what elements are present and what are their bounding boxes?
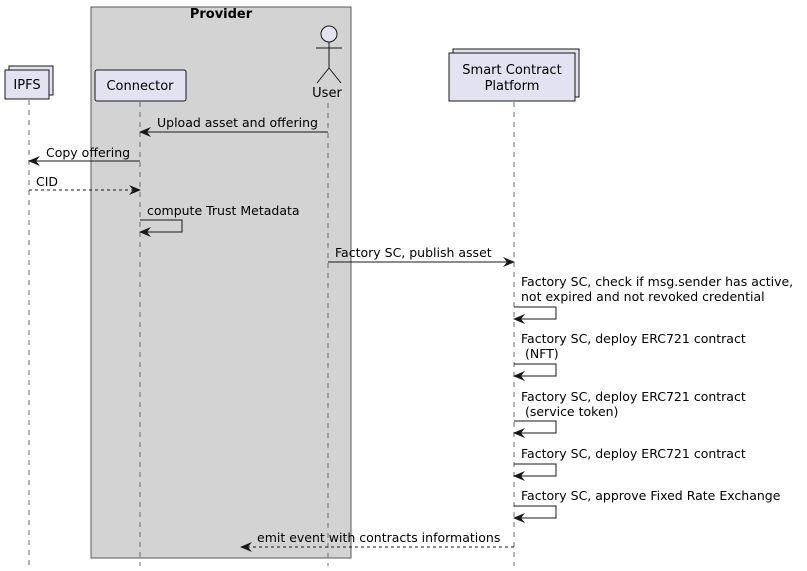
message-deploy-service-token: Factory SC, deploy ERC721 contract (serv… xyxy=(513,389,746,438)
message-label: Factory SC, approve Fixed Rate Exchange xyxy=(521,488,781,503)
provider-group-title: Provider xyxy=(190,7,253,22)
message-check-credential: Factory SC, check if msg.sender has acti… xyxy=(513,274,793,324)
message-emit-event: emit event with contracts informations xyxy=(240,530,514,552)
message-label-line1: Factory SC, deploy ERC721 contract xyxy=(521,389,746,404)
user-actor-icon xyxy=(320,25,338,43)
message-publish-asset: Factory SC, publish asset xyxy=(328,245,515,267)
message-label-line1: Factory SC, deploy ERC721 contract xyxy=(521,331,746,346)
message-label: CID xyxy=(36,174,58,189)
user-label: User xyxy=(312,86,342,101)
message-upload-asset: Upload asset and offering xyxy=(139,115,328,137)
ipfs-participant: IPFS xyxy=(4,65,54,100)
message-label: Copy offering xyxy=(46,145,130,160)
message-label: compute Trust Metadata xyxy=(147,203,300,218)
connector-label: Connector xyxy=(106,79,174,94)
message-compute-trust-metadata: compute Trust Metadata xyxy=(139,203,300,237)
message-label-line1: Factory SC, check if msg.sender has acti… xyxy=(521,274,793,289)
message-label: emit event with contracts informations xyxy=(257,530,500,545)
ipfs-label: IPFS xyxy=(13,78,40,93)
platform-label-line2: Platform xyxy=(485,79,540,94)
message-deploy-nft: Factory SC, deploy ERC721 contract (NFT) xyxy=(513,331,746,381)
platform-participant: Smart Contract Platform xyxy=(448,48,580,102)
message-label-line2: not expired and not revoked credential xyxy=(521,289,765,304)
message-label: Factory SC, deploy ERC721 contract xyxy=(521,446,746,461)
message-label: Factory SC, publish asset xyxy=(335,245,492,260)
message-copy-offering: Copy offering xyxy=(28,145,140,166)
user-actor: User xyxy=(312,25,342,101)
message-label-line2: (service token) xyxy=(521,404,618,419)
message-label: Upload asset and offering xyxy=(157,115,318,130)
message-approve-fixed-rate: Factory SC, approve Fixed Rate Exchange xyxy=(513,488,781,523)
platform-label-line1: Smart Contract xyxy=(462,63,561,78)
message-label-line2: (NFT) xyxy=(521,346,559,361)
message-cid-return: CID xyxy=(29,174,141,195)
message-deploy-erc721: Factory SC, deploy ERC721 contract xyxy=(513,446,746,481)
connector-participant: Connector xyxy=(94,69,187,102)
